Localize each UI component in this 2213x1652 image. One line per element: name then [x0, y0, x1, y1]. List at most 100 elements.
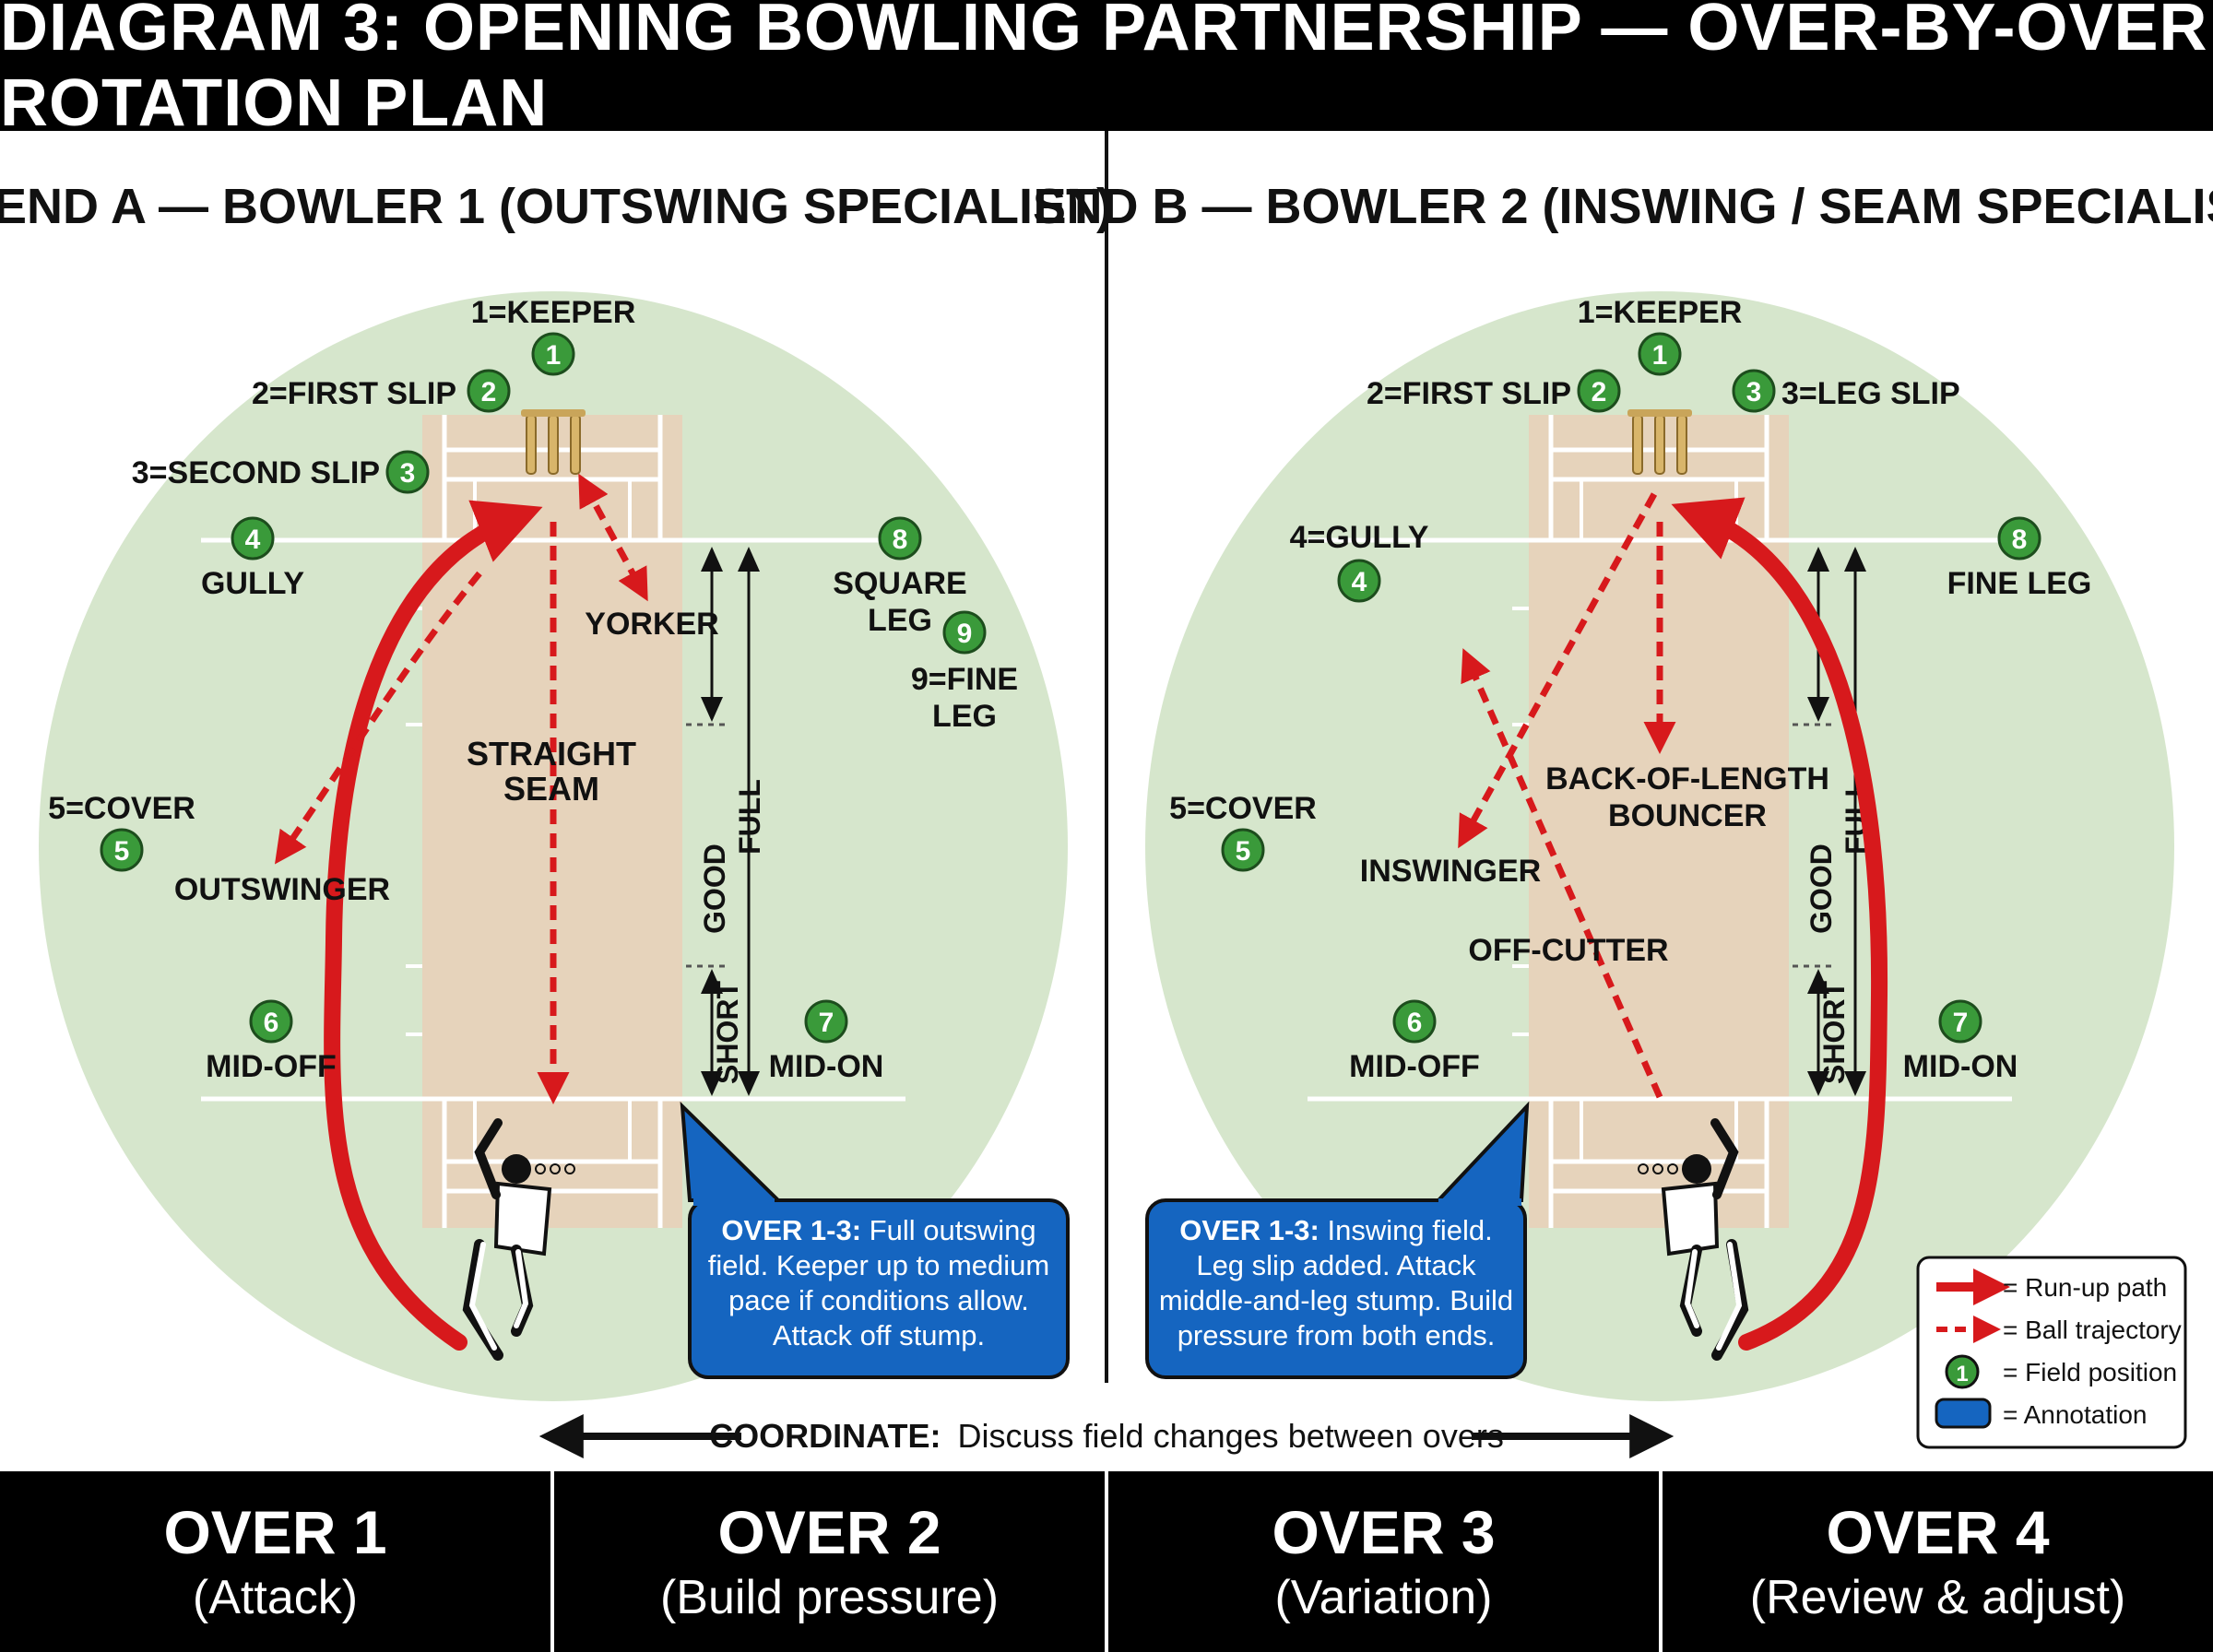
length-good-a: GOOD	[698, 844, 731, 934]
end-a-heading: END A — BOWLER 1 (OUTSWING SPECIALIST)	[0, 179, 1113, 234]
fielder-label-mid-on-b: MID-ON	[1903, 1049, 2018, 1084]
callout-a: OVER 1-3: Full outswing field. Keeper up…	[680, 1101, 1070, 1379]
runup-path-a	[324, 500, 543, 1351]
end-b-heading: END B — BOWLER 2 (INSWING / SEAM SPECIAL…	[1033, 179, 2213, 234]
over-label: OVER 1	[163, 1498, 387, 1566]
fielder-label-mid-on-a: MID-ON	[769, 1049, 884, 1084]
over-cell-1: OVER 1 (Attack)	[0, 1471, 550, 1652]
field-marker-a-8: 8	[878, 516, 922, 560]
coordinate-text: Discuss field changes between overs	[958, 1417, 1504, 1455]
label-inswinger: INSWINGER	[1360, 854, 1541, 889]
legend-label-run-up: = Run-up path	[2003, 1273, 2167, 1302]
runup-path-b	[1671, 497, 1888, 1351]
stumps-a	[521, 409, 586, 475]
length-scale-a: GOOD FULL SHORT	[698, 547, 766, 1096]
fielder-label-leg-slip-b: 3=LEG SLIP	[1781, 376, 1960, 411]
field-markers-a: 1 2 3 4 5 6 7 8 9	[100, 332, 987, 1044]
fielder-label-cover-a: 5=COVER	[48, 791, 195, 826]
field-marker-b-4: 4	[1337, 559, 1381, 603]
length-good-b: GOOD	[1805, 844, 1838, 934]
legend-field-position: 1 = Field position	[1945, 1354, 2177, 1389]
marker-number: 9	[957, 619, 973, 649]
callout-a-text: Full outswing field. Keeper up to medium…	[707, 1214, 1050, 1351]
bowling-diagram: END A — BOWLER 1 (OUTSWING SPECIALIST)	[0, 131, 2213, 1458]
fielder-label-first-slip-b: 2=FIRST SLIP	[1367, 376, 1571, 411]
marker-number: 6	[264, 1008, 279, 1038]
marker-number: 5	[114, 836, 130, 867]
fielder-label-mid-off-b: MID-OFF	[1349, 1049, 1480, 1084]
marker-number: 7	[819, 1008, 834, 1038]
marker-number: 5	[1236, 836, 1251, 867]
end-b-panel: END B — BOWLER 2 (INSWING / SEAM SPECIAL…	[1033, 179, 2213, 1401]
marker-number: 6	[1407, 1008, 1423, 1038]
fielder-label-first-slip-a: 2=FIRST SLIP	[252, 376, 456, 411]
over-sub: (Build pressure)	[659, 1571, 1000, 1624]
label-off-cutter: OFF-CUTTER	[1468, 933, 1668, 968]
field-marker-b-7: 7	[1938, 999, 1982, 1044]
field-marker-b-6: 6	[1392, 999, 1437, 1044]
bowler-figure-b	[1638, 1118, 1749, 1361]
over-label: OVER 4	[1826, 1498, 2050, 1566]
field-marker-b-2: 2	[1577, 369, 1621, 413]
legend-label-annotation: = Annotation	[2003, 1400, 2147, 1429]
fielder-label-second-slip-a: 3=SECOND SLIP	[132, 455, 380, 490]
field-marker-a-7: 7	[804, 999, 848, 1044]
length-short-a: SHORT	[711, 981, 744, 1084]
trajectory-outswinger	[274, 571, 482, 865]
fielder-label-keeper-b: 1=KEEPER	[1578, 295, 1743, 330]
coordinate-bold: COORDINATE:	[709, 1417, 941, 1455]
legend-annotation: = Annotation	[1935, 1398, 2147, 1429]
field-marker-a-2: 2	[467, 369, 511, 413]
marker-number: 3	[1746, 377, 1762, 407]
marker-number: 2	[1592, 377, 1607, 407]
trajectory-yorker	[578, 473, 648, 602]
field-markers-b: 1 2 3 4 5 6 7 8	[1221, 332, 2041, 1044]
label-yorker: YORKER	[585, 607, 718, 642]
fielder-label-fine-leg-b: FINE LEG	[1947, 566, 2092, 601]
field-marker-b-1: 1	[1638, 332, 1682, 376]
trajectory-off-cutter	[1461, 648, 1663, 1099]
svg-text:COORDINATE: Discuss fi: COORDINATE: Discuss field changes betwee…	[709, 1417, 1504, 1455]
label-outswinger: OUTSWINGER	[174, 872, 390, 907]
marker-number: 8	[893, 525, 908, 555]
over-cell-3: OVER 3 (Variation)	[1105, 1471, 1659, 1652]
callout-b: OVER 1-3: Inswing field. Leg slip added.…	[1145, 1101, 1530, 1379]
over-label: OVER 2	[717, 1498, 941, 1566]
field-marker-a-6: 6	[249, 999, 293, 1044]
length-short-b: SHORT	[1817, 981, 1851, 1084]
fielder-label-mid-off-a: MID-OFF	[206, 1049, 337, 1084]
fielder-label-cover-b: 5=COVER	[1169, 791, 1317, 826]
marker-number: 4	[1352, 567, 1367, 597]
coordinate-note: COORDINATE: Discuss field changes betwee…	[538, 1414, 1675, 1458]
field-marker-b-3: 3	[1732, 369, 1776, 413]
marker-number: 2	[481, 377, 497, 407]
field-marker-b-8: 8	[1997, 516, 2041, 560]
marker-number: 3	[400, 458, 416, 489]
fielder-label-gully-a: GULLY	[201, 566, 304, 601]
bowler-figure-a	[462, 1118, 575, 1361]
legend-run-up: = Run-up path	[1936, 1268, 2167, 1305]
field-marker-a-4: 4	[231, 516, 275, 560]
stumps-b	[1627, 409, 1692, 475]
legend-ball-trajectory: = Ball trajectory	[1936, 1316, 2182, 1344]
legend-label-ball-trajectory: = Ball trajectory	[2003, 1316, 2182, 1344]
over-sub: (Review & adjust)	[1749, 1571, 2126, 1624]
callout-b-text: Inswing field. Leg slip added. Attack mi…	[1158, 1214, 1514, 1351]
over-label: OVER 3	[1272, 1498, 1496, 1566]
length-full-a: FULL	[733, 779, 766, 855]
over-sub: (Attack)	[192, 1571, 359, 1624]
marker-number: 4	[245, 525, 261, 555]
overs-timeline: OVER 1 (Attack) OVER 2 (Build pressure) …	[0, 1471, 2213, 1652]
end-a-panel: END A — BOWLER 1 (OUTSWING SPECIALIST)	[0, 179, 1113, 1401]
marker-number: 8	[2012, 525, 2028, 555]
over-cell-4: OVER 4 (Review & adjust)	[1659, 1471, 2213, 1652]
over-sub: (Variation)	[1274, 1571, 1493, 1624]
over-cell-2: OVER 2 (Build pressure)	[550, 1471, 1105, 1652]
field-marker-a-1: 1	[531, 332, 575, 376]
marker-number: 1	[1652, 340, 1668, 371]
callout-a-bold: OVER 1-3:	[721, 1214, 862, 1246]
